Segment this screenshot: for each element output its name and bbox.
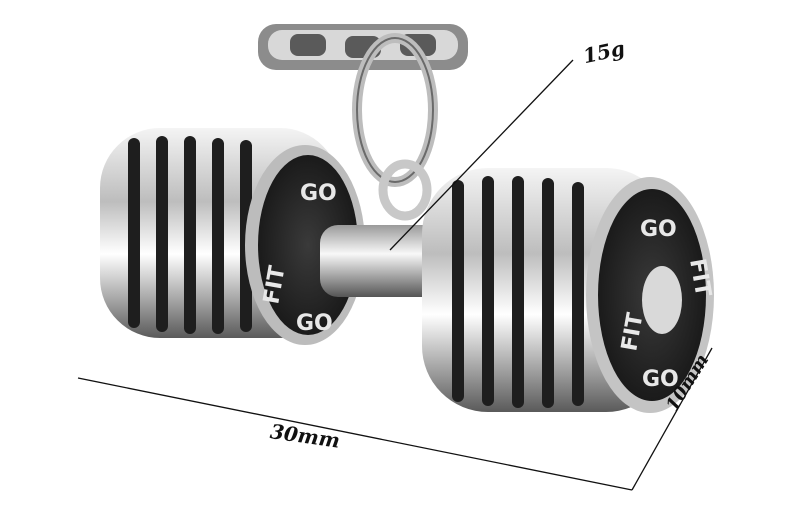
left-weight: GO FIT GO <box>100 128 365 345</box>
left-plate-text-bottom: GO <box>296 311 333 336</box>
left-plate-text-top: GO <box>300 181 337 206</box>
weight-leader-line <box>389 59 574 251</box>
jump-ring <box>378 159 432 221</box>
depth-dimension-line <box>631 347 713 491</box>
right-plate-text-bottom: GO <box>642 367 679 392</box>
length-dimension-line <box>77 377 633 491</box>
right-plate-center <box>642 266 682 334</box>
right-weight: GO FIT FIT GO <box>422 168 715 413</box>
chain <box>258 24 468 70</box>
right-plate-text-top: GO <box>640 217 677 242</box>
